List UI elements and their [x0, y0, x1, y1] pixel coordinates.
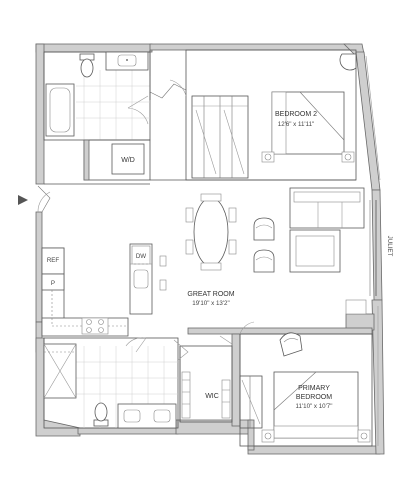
- dishwasher: [131, 245, 151, 265]
- bedroom-2-bed: [261, 91, 355, 163]
- laundry-closet: W/D: [83, 139, 151, 181]
- kitchen-sink: [133, 269, 149, 289]
- entry: [18, 185, 51, 213]
- primary-bedroom: PRIMARY BEDROOM 11'10" x 10'7": [239, 321, 373, 447]
- ref-label: REF: [47, 257, 60, 264]
- side-table: [345, 299, 367, 315]
- bedroom-2-closet: [191, 95, 249, 179]
- entry-arrow-icon: [18, 195, 28, 205]
- primary-bedroom-name-2: BEDROOM: [296, 394, 332, 401]
- bathroom-1: [43, 51, 151, 141]
- bathroom-2: [43, 337, 179, 429]
- wd-label: W/D: [121, 157, 135, 164]
- primary-bedroom-dims: 11'10" x 10'7": [296, 403, 333, 410]
- sofa: [289, 187, 365, 229]
- pantry: [41, 273, 65, 291]
- shower: [43, 343, 77, 399]
- vanity: [105, 51, 149, 71]
- juliet-balcony: JULIET: [369, 200, 393, 296]
- double-vanity: [117, 403, 177, 429]
- bedroom-2: BEDROOM 2 12'6" x 11'11": [149, 49, 357, 181]
- cooktop: [81, 317, 109, 335]
- wic-label: WIC: [205, 393, 219, 400]
- toilet-2: [93, 402, 109, 427]
- dw-label: DW: [136, 253, 146, 260]
- dining-table: [185, 193, 237, 271]
- armchair-2: [253, 249, 275, 273]
- primary-closet: [239, 375, 263, 429]
- juliet-label: JULIET: [386, 236, 393, 257]
- primary-bedroom-name-1: PRIMARY: [298, 385, 330, 392]
- toilet: [79, 53, 95, 78]
- great-room-dims: 19'10" x 13'2": [192, 300, 229, 307]
- hall-closet-doors: [149, 76, 187, 99]
- bedroom-2-dims: 12'6" x 11'11": [278, 121, 314, 128]
- primary-bed: [261, 371, 371, 443]
- washer-dryer: [111, 143, 145, 175]
- pantry-label: P: [51, 280, 55, 287]
- great-room: JULIET: [185, 187, 393, 315]
- bedroom-2-name: BEDROOM 2: [275, 111, 317, 118]
- great-room-name: GREAT ROOM: [187, 291, 234, 298]
- kitchen: REF P DW: [41, 243, 167, 337]
- armchair-3: [279, 332, 303, 357]
- walk-in-closet: WIC: [173, 335, 233, 423]
- kitchen-island: DW: [129, 243, 167, 315]
- armchair-1: [253, 217, 275, 241]
